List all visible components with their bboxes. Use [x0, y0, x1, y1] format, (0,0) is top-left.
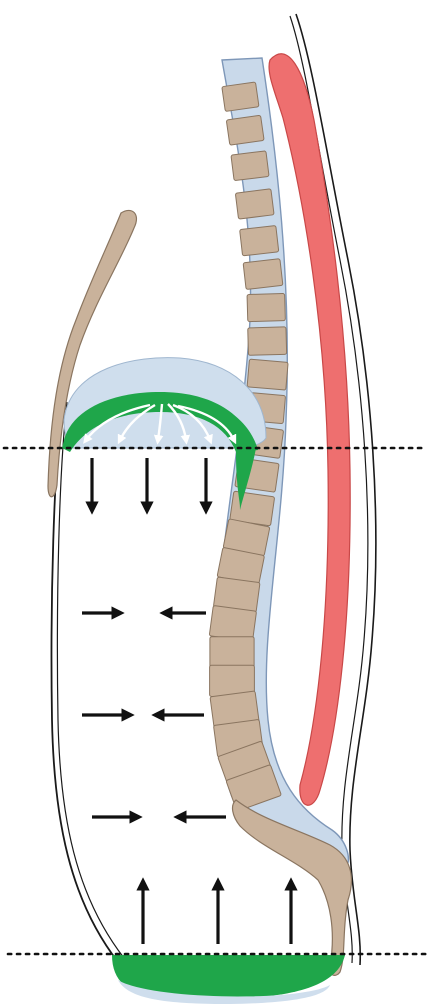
vertebra-1 [222, 82, 259, 112]
vertebra-18 [210, 637, 254, 668]
abdominal-wall-outline [51, 400, 118, 962]
vertebra-9 [247, 359, 288, 390]
vertebra-5 [240, 226, 279, 256]
vertebra-2 [226, 115, 264, 145]
vertebra-4 [235, 189, 274, 219]
vertebra-7 [247, 293, 285, 321]
inward-pressure-arrows [82, 613, 226, 817]
downward-pressure-arrows [92, 458, 206, 508]
upward-pressure-arrows [143, 884, 291, 944]
vertebra-6 [243, 259, 283, 290]
vertebra-8 [248, 327, 287, 355]
vertebra-3 [231, 151, 269, 181]
sternum [48, 210, 136, 496]
vertebra-17 [209, 605, 256, 641]
